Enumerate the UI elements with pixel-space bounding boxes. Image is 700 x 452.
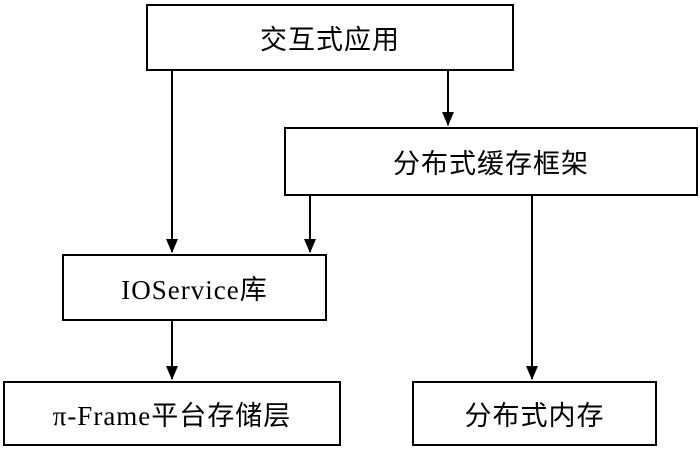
node-pi-frame-storage-layer: π-Frame平台存储层 bbox=[3, 381, 341, 446]
node-interactive-application: 交互式应用 bbox=[146, 4, 514, 71]
node-label: 交互式应用 bbox=[260, 25, 400, 55]
node-label: π-Frame平台存储层 bbox=[52, 401, 292, 431]
node-ioservice-library: IOService库 bbox=[62, 254, 327, 321]
node-distributed-memory: 分布式内存 bbox=[412, 381, 657, 446]
node-label: IOService库 bbox=[121, 275, 268, 305]
node-label: 分布式缓存框架 bbox=[393, 149, 589, 179]
node-distributed-cache-framework: 分布式缓存框架 bbox=[284, 127, 698, 196]
node-label: 分布式内存 bbox=[464, 401, 605, 431]
